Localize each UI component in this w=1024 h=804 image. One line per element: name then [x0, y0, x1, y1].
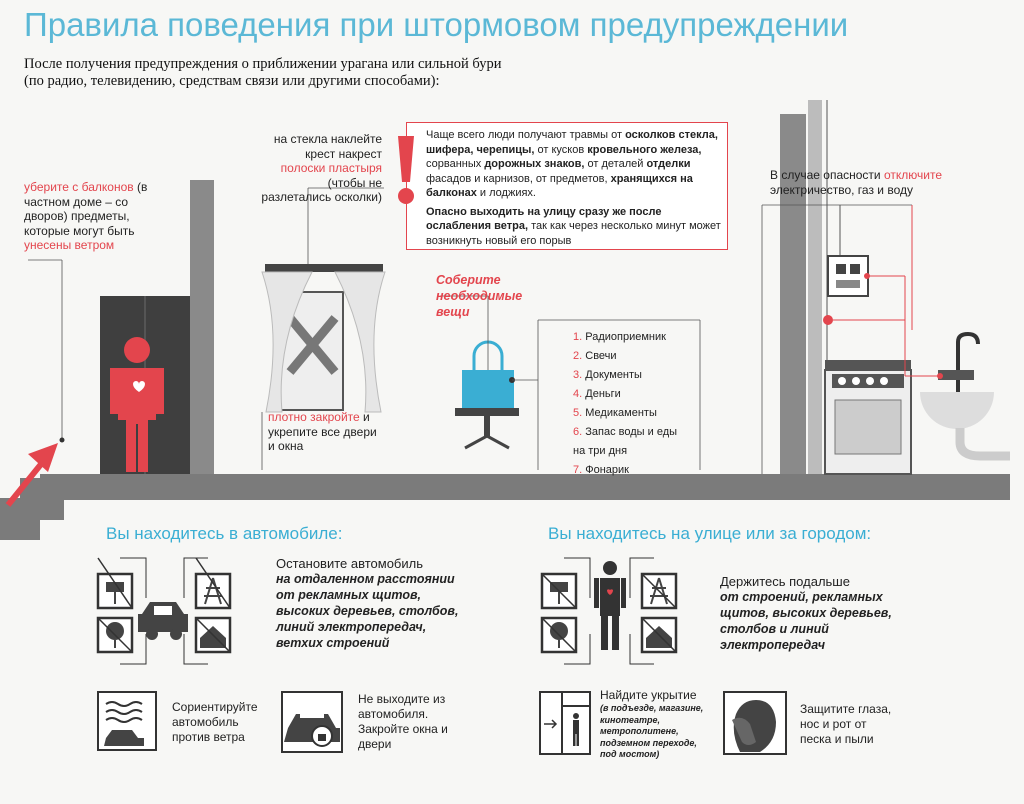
warning-p1-d: кровельного железа, [587, 143, 702, 156]
balcony-note-red: уберите с балконов [24, 180, 134, 194]
right-wall [780, 114, 806, 474]
warning-p1-j: хранящихся на балконах [426, 172, 693, 200]
street-keep-plain: Держитесь подальше [720, 574, 850, 589]
street-section-heading: Вы находитесь на улице или за городом: [548, 524, 872, 543]
car-icon [138, 602, 188, 640]
list-item: на три дня [573, 445, 628, 457]
balcony-note-text: (в частном доме – со дворов) предметы, к… [24, 180, 148, 238]
glass-note-post: (чтобы не разлетались осколки) [261, 175, 382, 205]
collect-line-2: необходимые [436, 289, 523, 303]
warning-p1-i: фасадов и карнизов, от предметов, [426, 172, 608, 185]
shelter-door-icon [539, 691, 591, 755]
car-orient-note: Сориентируйте автомобиль против ветра [172, 700, 258, 744]
warning-p1-k: и лоджиях. [479, 187, 536, 199]
intro-line-1: После получения предупреждения о приближ… [24, 56, 502, 72]
balcony-note-red2: унесены ветром [24, 238, 115, 252]
collect-line-1: Соберите [436, 273, 501, 287]
list-item: 4. Деньги [573, 388, 621, 400]
electric-meter-icon [827, 205, 870, 297]
warning-p1-c: от кусков [537, 143, 585, 156]
pipe [808, 100, 822, 474]
protect-face-icon [723, 691, 787, 755]
glass-note: на стекла наклейте крест накрест полоски… [258, 132, 382, 205]
list-item: 7. Фонарик [573, 464, 629, 476]
list-item: 6. Запас воды и еды [573, 426, 678, 438]
car-lock-icon [281, 691, 343, 753]
window-note-text: и укрепите все двери и окна [268, 410, 377, 453]
car-dont-exit-note: Не выходите из автомобиля. Закройте окна… [358, 692, 448, 751]
electric-note-post: электричество, газ и воду [770, 182, 913, 197]
warning-p1-e: сорванных [426, 158, 482, 170]
window-curtains [261, 264, 386, 413]
list-item: 3. Документы [573, 369, 642, 381]
sink-icon [920, 331, 1010, 461]
glass-note-red: полоски пластыря [280, 161, 382, 175]
arrow-icon [5, 443, 58, 507]
left-wall [190, 180, 214, 474]
window-note-red: плотно закройте [268, 410, 360, 424]
exclamation-icon [398, 136, 414, 204]
person-icon [594, 561, 626, 650]
items-list: 1. Радиоприемник 2. Свечи 3. Документы 4… [573, 328, 677, 480]
balcony-note: уберите с балконов (в частном доме – со … [24, 180, 154, 253]
car-stop-bold: на отдаленном расстоянии от рекламных щи… [276, 572, 459, 650]
list-item: 1. Радиоприемник [573, 331, 666, 343]
bag-on-chair [455, 340, 519, 450]
floor-slab [0, 474, 1010, 540]
glass-note-pre: на стекла наклейте крест накрест [273, 132, 382, 161]
car-hazards-diagram [96, 557, 232, 665]
street-hazards-diagram [540, 557, 678, 665]
car-stop-note: Остановите автомобиль на отдаленном расс… [276, 556, 466, 651]
car-section-heading: Вы находитесь в автомобиле: [106, 524, 343, 543]
electric-note: В случае опасности отключите электричест… [770, 168, 970, 197]
warning-paragraph-2: Опасно выходить на улицу сразу же после … [426, 205, 722, 249]
collect-line-3: вещи [436, 305, 470, 319]
warning-p1-b: осколков стекла, шифера, черепицы, [426, 129, 718, 156]
street-keep-note: Держитесь подальше от строений, рекламны… [720, 574, 898, 653]
intro-text: После получения предупреждения о приближ… [24, 56, 584, 90]
list-item: 2. Свечи [573, 350, 617, 362]
warning-p1-f: дорожных знаков, [484, 158, 585, 170]
page-title: Правила поведения при штормовом предупре… [24, 6, 849, 43]
warning-p1-g: от деталей [587, 158, 644, 170]
warning-p2-a: Опасно выходить на улицу сразу же после … [426, 205, 662, 233]
person-figure [110, 337, 164, 472]
electric-note-pre: В случае опасности [770, 168, 881, 182]
car-stop-plain: Остановите автомобиль [276, 556, 423, 571]
shelter-title: Найдите укрытие [600, 688, 697, 702]
warning-box [406, 122, 728, 250]
collect-heading: Соберите необходимые вещи [436, 272, 522, 320]
stove-icon [824, 360, 912, 475]
warning-paragraph-1: Чаще всего люди получают травмы от оскол… [426, 128, 722, 201]
warning-p1-h: отделки [646, 158, 691, 170]
list-item: 5. Медикаменты [573, 407, 657, 419]
street-keep-bold: от строений, рекламных щитов, высоких де… [720, 590, 892, 652]
warning-text: Чаще всего люди получают травмы от оскол… [426, 128, 722, 248]
car-wind-icon [97, 691, 157, 751]
protect-note: Защитите глаза, нос и рот от песка и пыл… [800, 702, 892, 746]
shelter-note: Найдите укрытие (в подъезде, магазине, к… [600, 688, 714, 761]
intro-line-2: (по радио, телевидению, средствам связи … [24, 73, 440, 89]
window-note: плотно закройте и укрепите все двери и о… [268, 410, 380, 454]
electric-note-red: отключите [883, 168, 942, 182]
shelter-detail: (в подъезде, магазине, кинотеатре, метро… [600, 703, 704, 759]
warning-p2-b: так как через несколько минут может возн… [426, 220, 721, 247]
warning-p1-a: Чаще всего люди получают травмы от [426, 129, 623, 141]
